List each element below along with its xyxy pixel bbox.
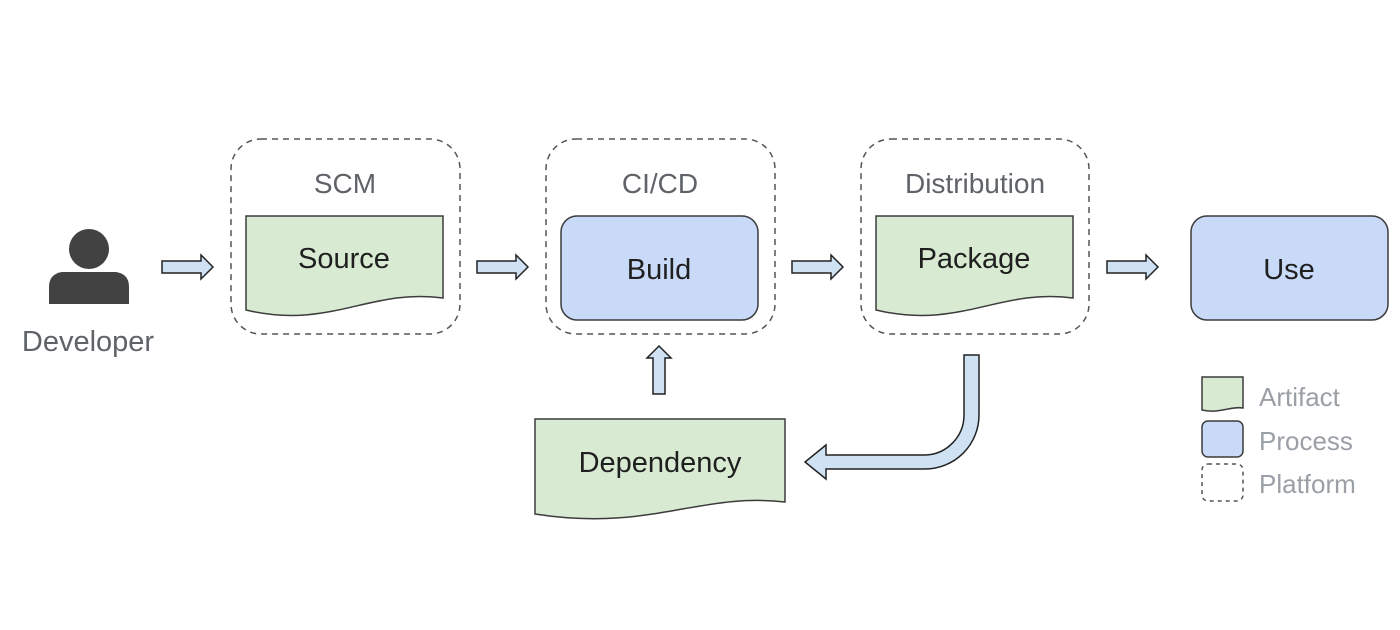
legend-item-platform: Platform xyxy=(1201,463,1356,502)
legend-artifact-label: Artifact xyxy=(1259,382,1341,412)
platform-cicd: CI/CD Build xyxy=(545,138,776,335)
artifact-package xyxy=(875,215,1074,317)
legend-artifact-swatch xyxy=(1201,376,1244,412)
platform-cicd-title: CI/CD xyxy=(622,168,698,199)
legend-item-artifact: Artifact xyxy=(1201,376,1341,412)
artifact-dependency xyxy=(534,418,786,520)
legend-platform-swatch xyxy=(1201,463,1244,502)
artifact-dependency-group: Dependency xyxy=(534,418,786,520)
legend-item-process: Process xyxy=(1201,420,1353,458)
platform-scm-title: SCM xyxy=(314,168,376,199)
artifact-source xyxy=(245,215,444,317)
arrow-scm-to-cicd xyxy=(476,253,530,281)
build-label: Build xyxy=(627,254,692,286)
arrow-developer-to-scm xyxy=(161,253,215,281)
package-label: Package xyxy=(918,243,1031,275)
arrow-dependency-to-build xyxy=(645,344,673,395)
source-label: Source xyxy=(298,243,390,275)
developer-label: Developer xyxy=(22,326,155,358)
arrow-distribution-to-use xyxy=(1106,253,1160,281)
platform-distribution-title: Distribution xyxy=(905,168,1045,199)
use-label: Use xyxy=(1263,254,1315,286)
process-build xyxy=(560,215,759,321)
person-icon xyxy=(49,229,129,304)
process-use-group: Use xyxy=(1190,215,1389,321)
legend: Artifact Process Platform xyxy=(1201,376,1356,502)
arrow-cicd-to-distribution xyxy=(791,253,845,281)
arrow-package-to-dependency xyxy=(803,354,980,481)
legend-process-swatch xyxy=(1201,420,1244,458)
developer-actor: Developer xyxy=(22,229,155,358)
process-use xyxy=(1190,215,1389,321)
legend-platform-label: Platform xyxy=(1259,469,1356,499)
dependency-label: Dependency xyxy=(579,447,742,479)
legend-process-label: Process xyxy=(1259,426,1353,456)
platform-scm: SCM Source xyxy=(230,138,461,335)
platform-distribution: Distribution Package xyxy=(860,138,1090,335)
